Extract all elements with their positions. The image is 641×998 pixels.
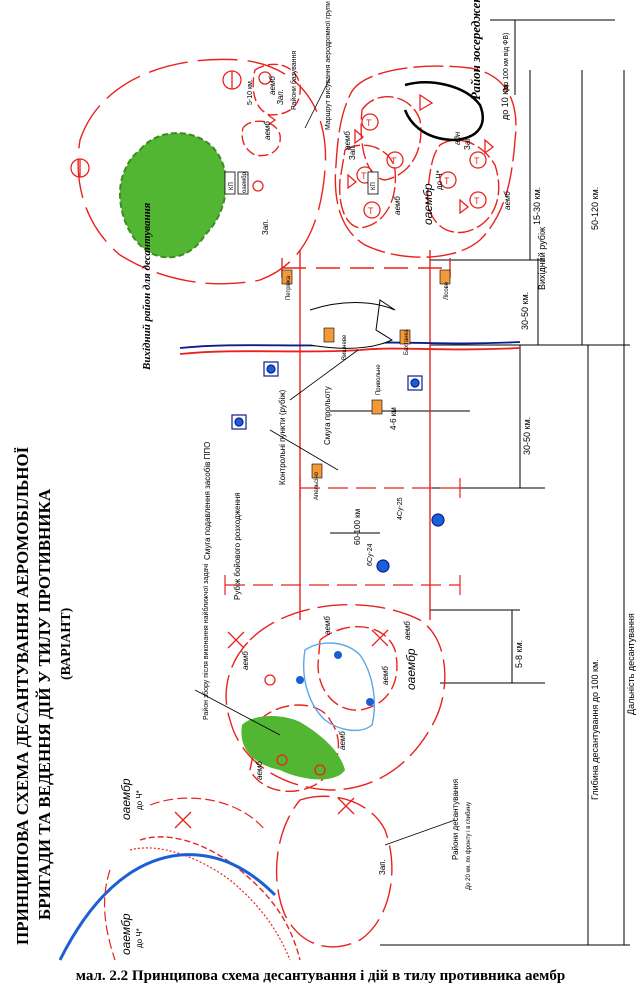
aemb-l5: аемб <box>338 731 347 750</box>
aemb-c3: аемб <box>503 191 512 210</box>
concentration-symbols: Т Т Т Т Т Т Т <box>347 93 495 219</box>
title-line-1: ПРИНЦИПОВА СХЕМА ДЕСАНТУВАННЯ АЕРОМОБІЛЬ… <box>13 446 32 945</box>
diagram-title: ПРИНЦИПОВА СХЕМА ДЕСАНТУВАННЯ АЕРОМОБІЛЬ… <box>13 446 74 945</box>
village-lisove: Лісове <box>444 281 450 300</box>
concentration-labels: Район зосередження (до 100 км від ФВ) оа… <box>343 0 512 225</box>
flight-corridor-label: Смуга прольоту <box>323 386 332 445</box>
range-label: Дальність десантування <box>626 613 636 715</box>
svg-text:Т: Т <box>444 176 450 186</box>
landing-symbols <box>174 629 389 829</box>
village-vyshneve: Вишневе <box>342 334 348 360</box>
assembly-label: Район збору після виконання найближчої з… <box>202 563 210 720</box>
dimension-labels: до 10 км. 15-30 км. 50-120 км. 30-50 км.… <box>247 79 636 800</box>
svg-text:Т: Т <box>368 206 374 216</box>
aemb-a1: аемб <box>263 121 272 140</box>
kp-label-a: КП <box>229 182 235 190</box>
aemb-c1: аемб <box>393 196 402 215</box>
oaembr-label-top: оаембр <box>421 183 435 225</box>
do-ch-top: до Ч* <box>435 170 444 190</box>
svg-text:Т: Т <box>474 156 480 166</box>
air-defense-boxes <box>231 361 445 573</box>
oaembr-label-front2: оаембр <box>119 913 133 955</box>
do-ch-front1: до Ч* <box>135 790 144 810</box>
aemb-l6: аемб <box>403 621 412 640</box>
zap-a1: Зап. <box>276 89 285 105</box>
band-labels: Смуга подавлення засобів ППО Рубіж бойов… <box>203 386 332 600</box>
village-bakhtanka: Бахтанка <box>404 329 410 355</box>
aemb-c2: аемб <box>343 131 352 150</box>
control-points-label: Контрольні пункти (рубіж) <box>278 389 287 485</box>
aemb-l4: аемб <box>255 761 264 780</box>
landing-note: До 20 км. по фронту і в глибину <box>466 802 472 890</box>
dist-to-10: до 10 км. <box>500 82 510 120</box>
zap-a2: Зап. <box>261 219 270 235</box>
airfield-symbols <box>70 70 277 192</box>
oaembr-label-front1: оаембр <box>119 778 133 820</box>
svg-text:Т: Т <box>361 171 367 181</box>
svg-text:Т: Т <box>366 118 372 128</box>
control-points <box>224 478 461 595</box>
concentration-area <box>334 65 517 258</box>
figure-caption: мал. 2.2 Принципова схема десантування і… <box>75 968 566 984</box>
landing-zone-blue <box>303 642 375 732</box>
dimension-lines <box>330 19 630 946</box>
dist-15-30: 15-30 км. <box>532 187 542 225</box>
front-line <box>58 797 301 961</box>
airfield-area <box>77 58 327 285</box>
landing-paratroopers <box>296 651 374 706</box>
village-apelsino: Апельсіно <box>314 471 320 500</box>
oaembr-label-landing: оаембр <box>404 648 418 690</box>
dist-4-6: 4-6 км <box>389 407 398 430</box>
dist-50-120: 50-120 км. <box>590 187 600 230</box>
departure-line <box>281 250 451 620</box>
dist-30-50-a: 30-50 км. <box>520 292 530 330</box>
aircraft-su24: 6Су-24 <box>367 543 374 566</box>
adn-label: адн <box>453 131 462 145</box>
airfield-areas-label: Райони базування <box>290 51 298 110</box>
concentration-title: Район зосередження <box>468 0 483 100</box>
village-petrivka: Петрівка <box>286 275 292 300</box>
aircraft-su25a: 4Су-25 <box>397 497 404 520</box>
svg-text:Т: Т <box>391 156 397 166</box>
zap-c2: Зап. <box>463 134 472 150</box>
landing-labels: оаембр аемб аемб аемб аемб аемб аемб Зап… <box>202 563 472 890</box>
depth-label: Глибина десантування до 100 км. <box>590 659 600 800</box>
villages: Петрівка Лісове Бахтанка Вишневе Приволь… <box>281 269 451 500</box>
departure-line-label: Вихідний рубіж <box>537 227 547 290</box>
route-label: Маршрут висування аеродромної групи <box>325 1 332 130</box>
dist-30-50-b: 30-50 км. <box>522 417 532 455</box>
forest-landing <box>241 715 345 780</box>
landing-areas-label: Райони десантування <box>451 779 460 860</box>
dist-60-100: 60-100 км <box>353 509 362 545</box>
svg-text:Т: Т <box>474 196 480 206</box>
do-ch-front2: до Ч* <box>135 928 144 948</box>
zap-l1: Зап. <box>378 859 387 875</box>
kp-label-c: КП <box>371 182 377 190</box>
aemb-l3: аемб <box>381 666 390 685</box>
title-line-2: БРИГАДИ ТА ВЕДЕННЯ ДІЙ У ТИЛУ ПРОТИВНИКА <box>35 488 54 920</box>
route-pointer <box>304 77 331 129</box>
village-pryvolne: Привольне <box>376 364 382 395</box>
title-line-3: (ВАРІАНТ) <box>59 607 74 680</box>
dist-5-8: 5-8 км. <box>514 640 524 668</box>
concentration-note: (до 100 км від ФВ) <box>502 33 510 92</box>
aemb-l1: аемб <box>241 651 250 670</box>
zap-c1: Зап. <box>348 144 357 160</box>
front-labels: оаембр до Ч* оаембр до Ч* <box>119 778 144 955</box>
oaembr-box-a: оаембр <box>242 171 248 193</box>
aemb-a2: аемб <box>268 76 277 95</box>
dist-5-10: 5-10 км. <box>247 79 254 105</box>
combat-line-label: Рубіж бойового розходження <box>233 492 242 600</box>
aemb-l2: аемб <box>323 616 332 635</box>
air-defense-label: Смуга подавлення засобів ППО <box>203 442 212 560</box>
departure-title: Вихідний район для десантування <box>141 202 153 371</box>
airfield-labels: Вихідний район для десантування Зап. Зап… <box>141 1 332 371</box>
front-break-symbol <box>309 299 396 349</box>
adn-area-outline <box>403 81 484 142</box>
forest-core <box>125 150 215 240</box>
